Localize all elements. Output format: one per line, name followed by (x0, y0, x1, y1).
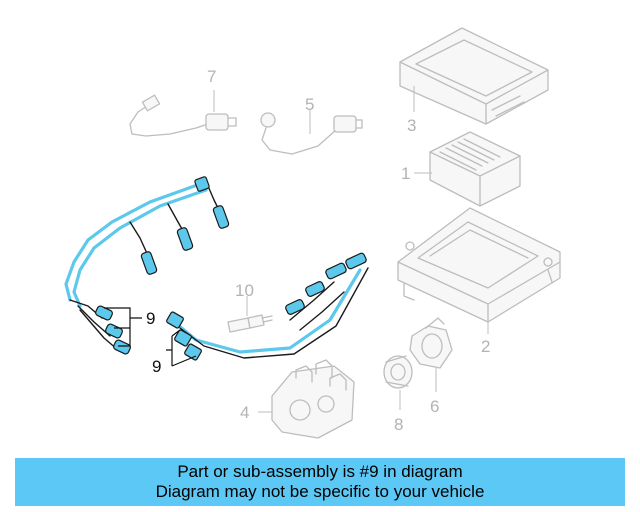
part-9-ignition-wire-set[interactable] (64, 176, 369, 361)
part-2-housing[interactable] (397, 207, 561, 323)
part-10-spark-plug[interactable] (227, 314, 273, 333)
callout-9b: 9 (152, 357, 161, 376)
banner-line-1: Part or sub-assembly is #9 in diagram (177, 462, 463, 481)
part-8-bushing[interactable] (383, 355, 413, 389)
callout-9a: 9 (146, 309, 155, 328)
callout-5: 5 (305, 95, 314, 114)
callout-3: 3 (407, 116, 416, 135)
part-4-distributor[interactable] (271, 359, 355, 439)
part-6-bracket[interactable] (409, 317, 453, 369)
callout-6: 6 (430, 397, 439, 416)
callout-7: 7 (207, 67, 216, 86)
part-1-module[interactable] (429, 131, 521, 207)
parts-diagram: 3 1 2 7 5 10 (64, 27, 561, 439)
callout-8: 8 (394, 415, 403, 434)
callout-4: 4 (240, 403, 249, 422)
part-3-control-module[interactable] (399, 27, 549, 125)
part-7-sensor[interactable] (129, 94, 237, 137)
callout-1: 1 (401, 164, 410, 183)
info-banner: Part or sub-assembly is #9 in diagram Di… (15, 458, 625, 506)
part-5-sensor[interactable] (260, 112, 363, 155)
callout-2: 2 (481, 337, 490, 356)
callout-10: 10 (235, 281, 254, 300)
banner-line-2: Diagram may not be specific to your vehi… (155, 482, 485, 501)
